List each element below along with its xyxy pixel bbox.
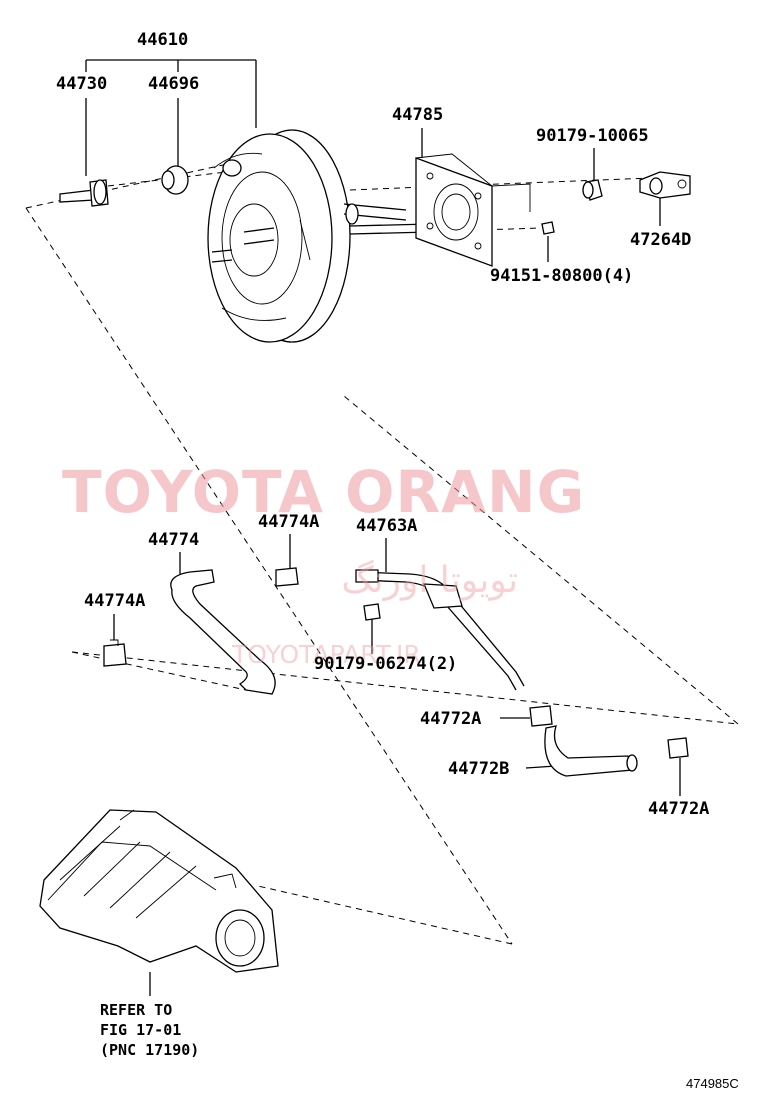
hose-44774-shape xyxy=(170,569,276,695)
bolt-90179-06274-shape xyxy=(363,603,381,621)
label-44763A: 44763A xyxy=(356,516,418,536)
nut-94151-shape xyxy=(541,221,555,235)
frame-dash-right xyxy=(343,395,739,725)
label-44610: 44610 xyxy=(137,30,189,50)
frame-dash-left xyxy=(25,207,513,945)
watermark-url: TOYOTAPART.IR xyxy=(232,640,421,669)
label-44774A-top: 44774A xyxy=(258,512,320,532)
label-47264D: 47264D xyxy=(630,230,692,250)
label-94151-80800: 94151-80800(4) xyxy=(490,266,634,286)
nut-90179-10065-shape xyxy=(582,179,603,201)
label-44772B: 44772B xyxy=(448,759,510,779)
frame-dash-lower-left xyxy=(71,651,247,691)
diagram-id: 474985C xyxy=(686,1076,739,1091)
note-line-2: FIG 17-01 xyxy=(100,1021,182,1039)
label-44785: 44785 xyxy=(392,105,444,125)
clamp-44772A-right-shape xyxy=(667,737,689,759)
axis-dash-rod xyxy=(349,177,651,191)
clamp-44774A-left-shape xyxy=(103,639,127,667)
gasket-44785-shape xyxy=(415,153,531,267)
intake-manifold-shape xyxy=(39,809,279,973)
watermark-persian: تویوتا اورنگ xyxy=(341,560,518,601)
pipe-44763A-shape xyxy=(355,569,525,691)
frame-dash-lower xyxy=(71,651,739,725)
hose-44772B-shape xyxy=(544,725,638,777)
label-90179-06274: 90179-06274(2) xyxy=(314,654,458,674)
note-line-3: (PNC 17190) xyxy=(100,1041,200,1059)
label-44730: 44730 xyxy=(56,74,108,94)
label-44696: 44696 xyxy=(148,74,200,94)
grommet-44696-shape xyxy=(161,165,189,195)
note-line-1: REFER TO xyxy=(100,1001,173,1019)
clamp-44772A-mid-shape xyxy=(529,705,553,727)
bolt-44730-shape xyxy=(59,179,109,207)
brake-booster-shape xyxy=(207,129,431,343)
assy-bracket xyxy=(85,59,257,128)
watermark-main: TOYOTA ORANG xyxy=(62,458,586,526)
label-44772A-mid: 44772A xyxy=(420,709,482,729)
clevis-47264D-shape xyxy=(639,171,691,199)
label-44774A-left: 44774A xyxy=(84,591,146,611)
clamp-44774A-top-shape xyxy=(275,567,299,587)
label-44774: 44774 xyxy=(148,530,200,550)
label-90179-10065: 90179-10065 xyxy=(536,126,649,146)
label-44772A-right: 44772A xyxy=(648,799,710,819)
refer-to-note: REFER TO FIG 17-01 (PNC 17190) xyxy=(100,1000,199,1060)
frame-dash-bottom xyxy=(257,885,513,945)
